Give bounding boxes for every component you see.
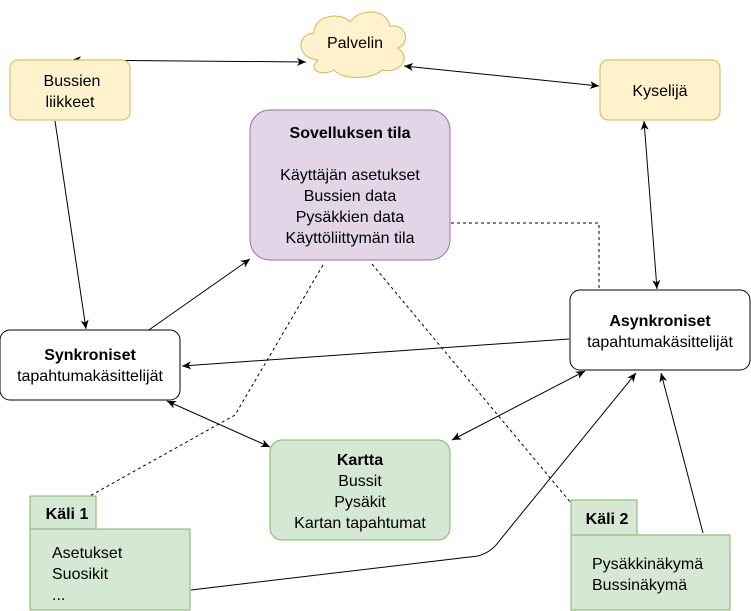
kali2-tab-label: Käli 2: [586, 511, 629, 528]
asynkroniset-title: Asynkroniset: [609, 313, 711, 330]
edge-asynkroniset-kartta: [451, 370, 586, 441]
edge-synkroniset-sovelluksen-tila: [145, 258, 251, 333]
kali1-item: ...: [52, 587, 65, 604]
kali2-node: Käli 2 Pysäkkinäkymä Bussinäkymä: [570, 499, 731, 611]
edge-bussien-liikkeet-synkroniset: [54, 120, 89, 330]
kartta-item: Pysäkit: [334, 494, 386, 511]
synkroniset-node: Synkroniset tapahtumakäsittelijät: [0, 329, 181, 401]
edge-kali2-asynkroniset: [659, 372, 704, 534]
kali1-item: Suosikit: [52, 566, 109, 583]
kali2-item: Bussinäkymä: [592, 577, 687, 594]
edge-dashed-tila-asynkroniset: [451, 222, 600, 289]
sovelluksen-tila-node: Sovelluksen tila Käyttäjän asetukset Bus…: [249, 109, 451, 261]
kartta-node: Kartta Bussit Pysäkit Kartan tapahtumat: [269, 439, 451, 541]
kali2-item: Pysäkkinäkymä: [592, 556, 703, 573]
sovelluksen-tila-item: Käyttöliittymän tila: [286, 230, 415, 247]
kali1-node: Käli 1 Asetukset Suosikit ...: [29, 495, 191, 611]
edges: [54, 56, 704, 591]
edge-palvelin-kyselija: [403, 62, 600, 90]
kartta-title: Kartta: [337, 452, 383, 469]
sovelluksen-tila-item: Bussien data: [304, 188, 397, 205]
kali1-tab-label: Käli 1: [46, 506, 89, 523]
asynkroniset-subtitle: tapahtumakäsittelijät: [587, 334, 733, 351]
synkroniset-title: Synkroniset: [44, 347, 136, 364]
edge-kyselija-asynkroniset: [640, 120, 661, 290]
edge-dashed-tila-kali2: [371, 263, 572, 504]
kyselija-node: Kyselijä: [599, 59, 721, 121]
cloud-shape: [300, 11, 406, 78]
sovelluksen-tila-title: Sovelluksen tila: [290, 125, 411, 142]
bussien-liikkeet-label-line1: Bussien: [44, 73, 101, 90]
edge-kali1-asynkroniset: [190, 372, 637, 591]
asynkroniset-node: Asynkroniset tapahtumakäsittelijät: [569, 289, 751, 371]
bussien-liikkeet-node: Bussien liikkeet: [9, 59, 131, 121]
palvelin-node: Palvelin: [300, 11, 406, 78]
kartta-item: Kartan tapahtumat: [294, 515, 426, 532]
palvelin-label: Palvelin: [327, 35, 383, 52]
kartta-item: Bussit: [338, 473, 382, 490]
edge-asynkroniset-synkroniset: [181, 338, 570, 370]
kyselija-label: Kyselijä: [632, 83, 687, 100]
synkroniset-subtitle: tapahtumakäsittelijät: [17, 368, 163, 385]
sovelluksen-tila-item: Pysäkkien data: [296, 209, 405, 226]
sovelluksen-tila-item: Käyttäjän asetukset: [280, 167, 420, 184]
bussien-liikkeet-label-line2: liikkeet: [46, 94, 95, 111]
kali1-item: Asetukset: [52, 545, 123, 562]
